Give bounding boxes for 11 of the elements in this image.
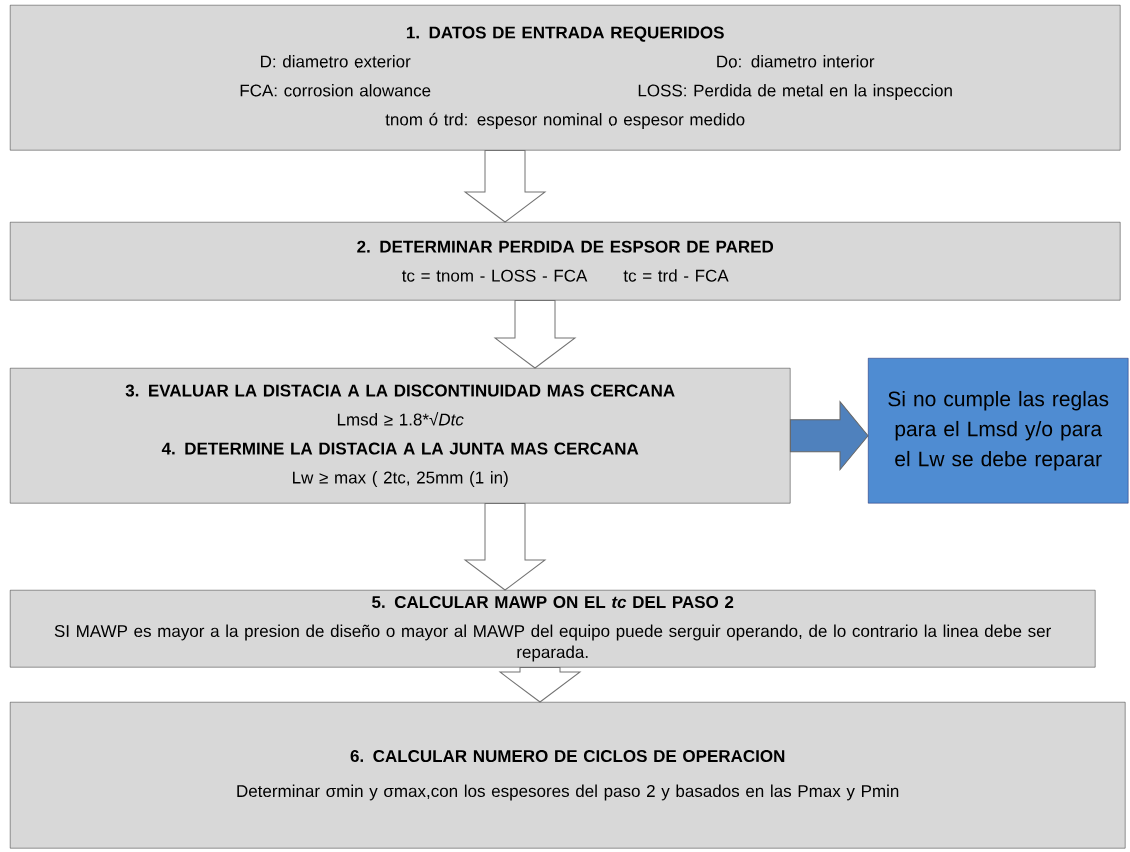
process-box: 2. DETERMINAR PERDIDA DE ESPSOR DE PARED tc = tnom - LOSS - FCA tc = trd - FCA <box>10 222 1121 301</box>
process-box: 5. CALCULAR MAWP ON EL tc DEL PASO 2 SI MAWP es mayor a la presion de diseño o mayor al MAWP del equipo puede serguir operando, de lo contrario la linea debe ser reparada. <box>10 590 1096 668</box>
process-box: 3. EVALUAR LA DISTACIA A LA DISCONTINUIDAD MAS CERCANA Lmsd ≥ 1.8*√Dtc 4. DETERMINE LA DISTACIA A LA JUNTA MAS CERCANA Lw ≥ max ( 2tc, 25mm (1 in) <box>10 368 791 504</box>
block-arrow <box>464 502 546 591</box>
block-arrow <box>789 401 869 471</box>
block-arrow <box>464 149 546 223</box>
process-box: 6. CALCULAR NUMERO DE CICLOS DE OPERACION Determinar σmin y σmax,con los espesores del paso 2 y basados en las Pmax y Pmin <box>10 702 1126 849</box>
block-arrow <box>499 666 581 703</box>
process-box: 1. DATOS DE ENTRADA REQUERIDOS D: diametro exterior Do: diametro interior FCA: corrosion alowance LOSS: Perdida de metal en la inspeccion tnom ó trd: espesor nominal o espesor medido <box>10 5 1121 151</box>
block-arrow <box>494 299 576 369</box>
note-box: Si no cumple las reglas para el Lmsd y/o para el Lw se debe reparar <box>868 358 1129 504</box>
